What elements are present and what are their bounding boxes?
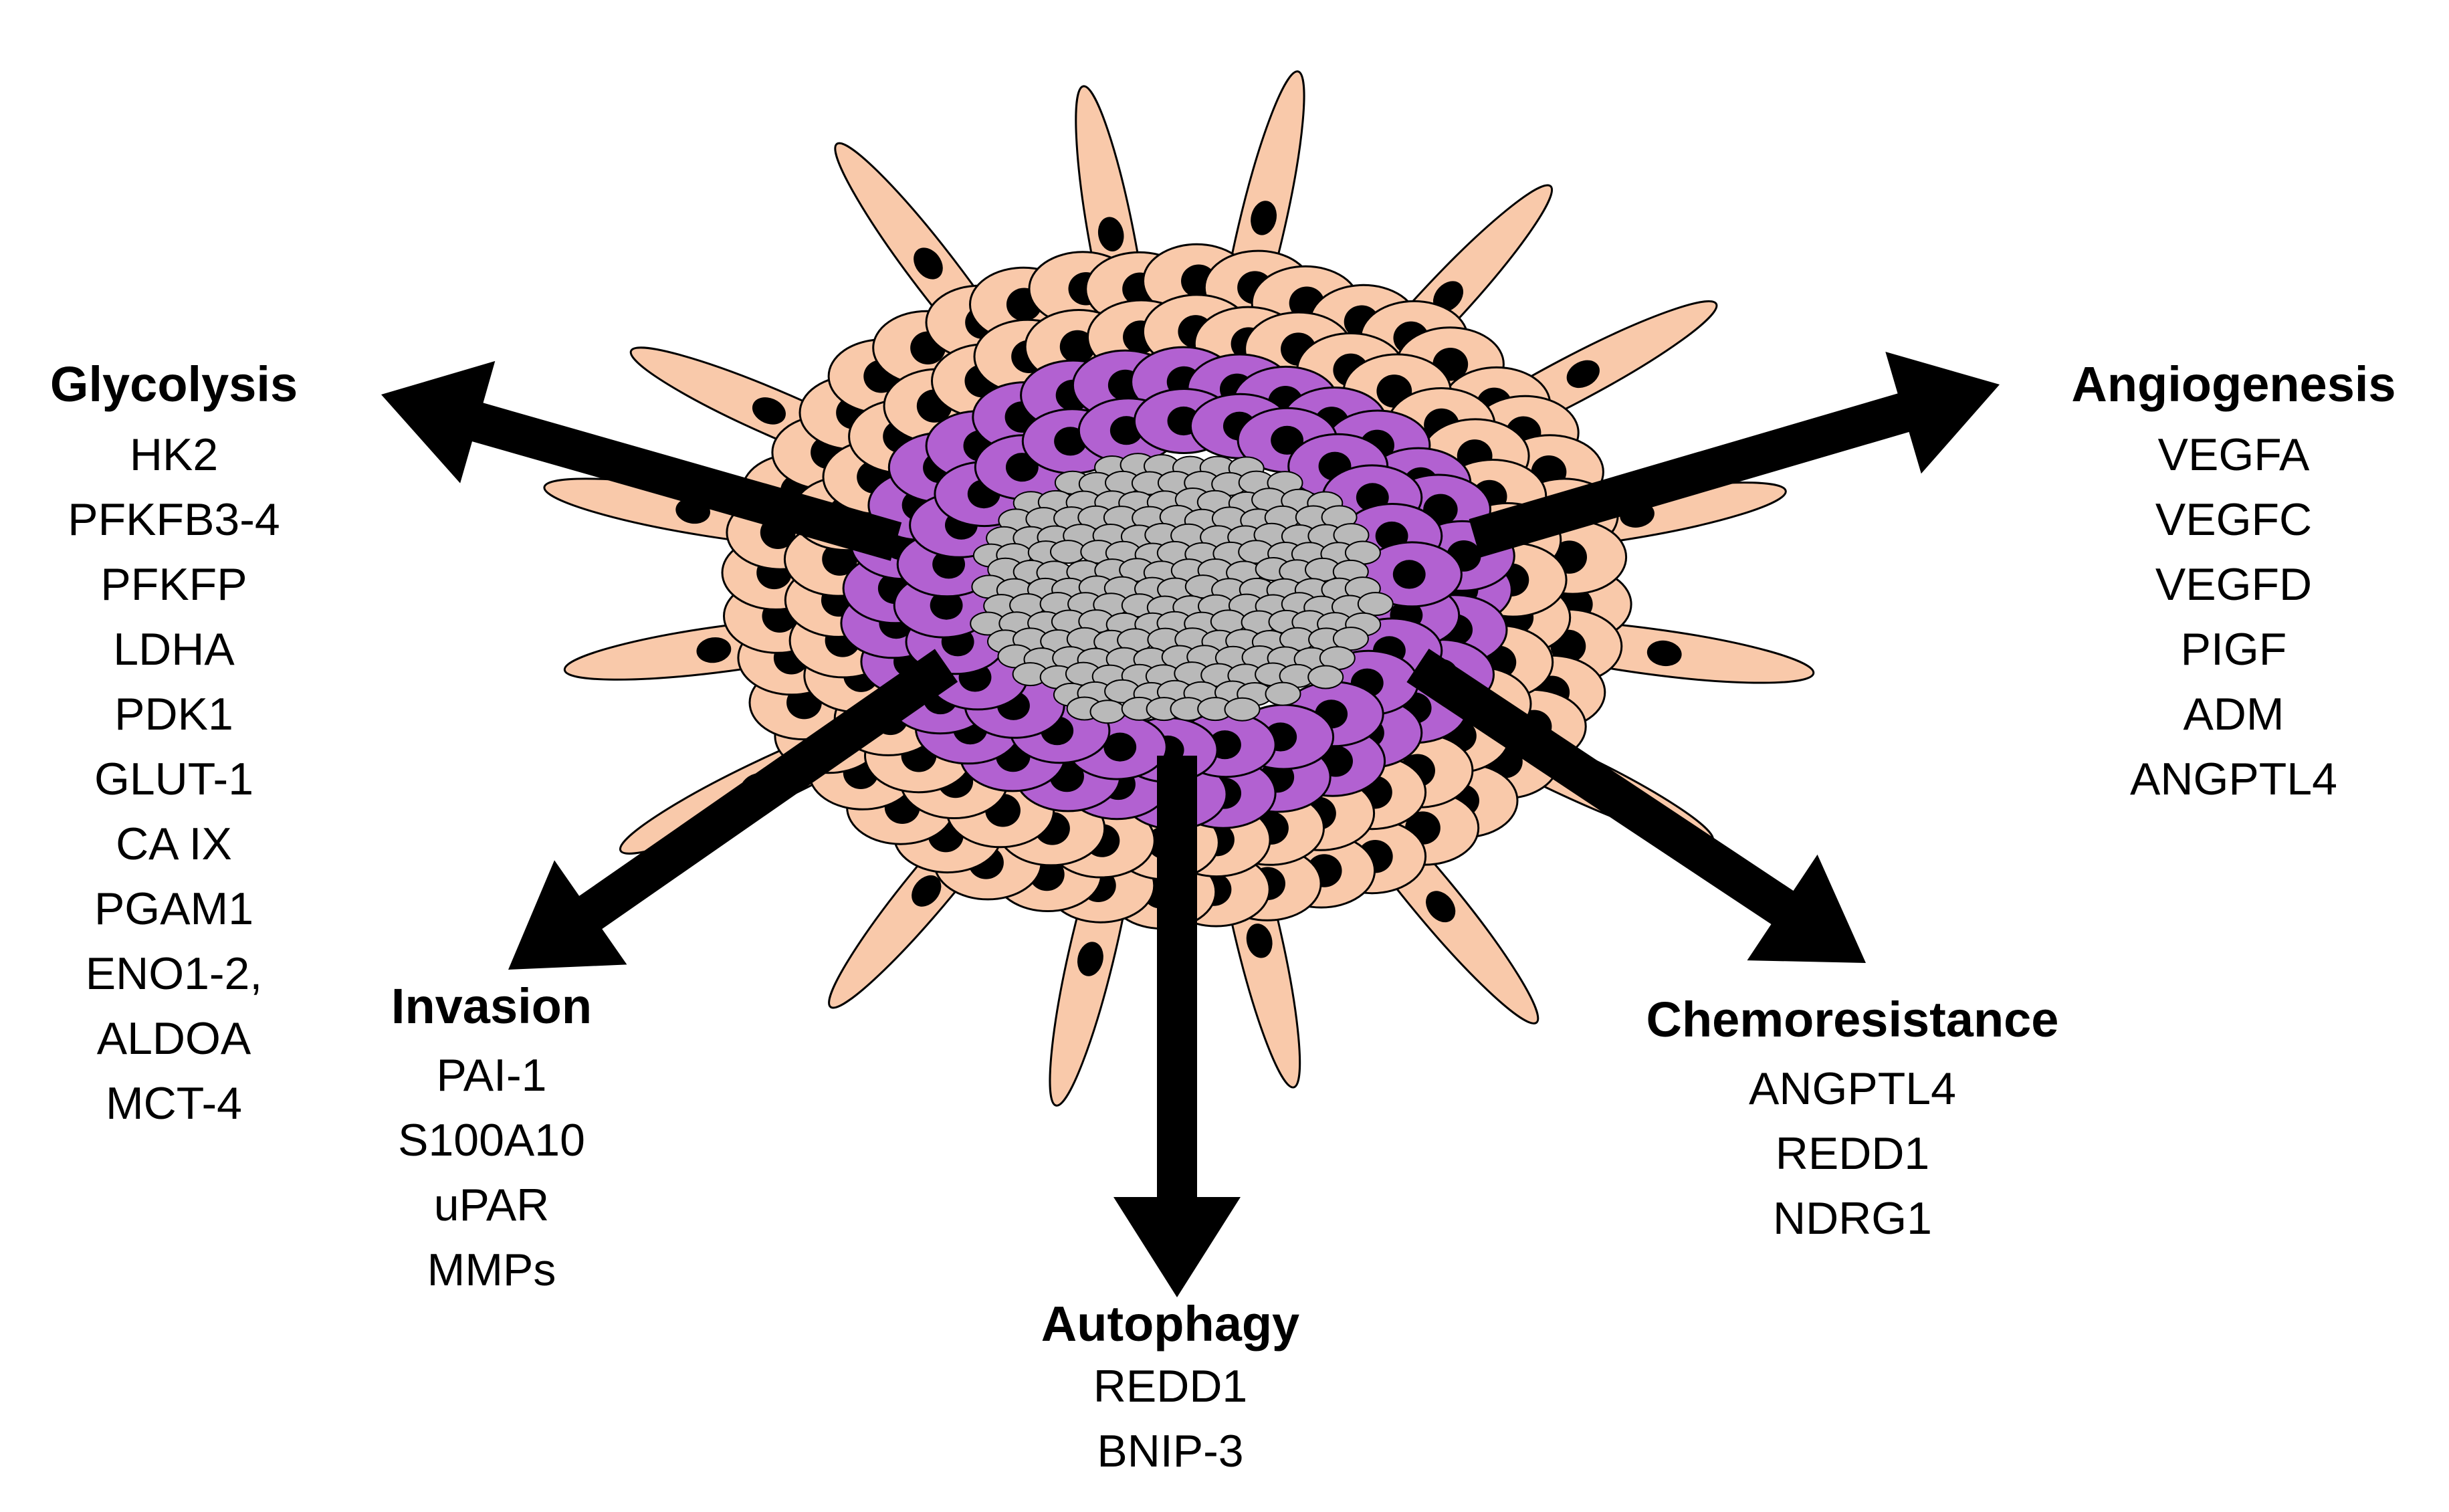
gene-item: ADM	[2183, 689, 2284, 740]
angiogenesis-label: Angiogenesis VEGFA VEGFC VEGFD PIGF ADM …	[2033, 354, 2434, 812]
spindle-cell-nucleus	[912, 875, 942, 907]
spindle-cell-nucleus	[1646, 640, 1682, 667]
autophagy-arrow	[1113, 756, 1241, 1297]
chemoresistance-label: Chemoresistance ANGPTL4 REDD1 NDRG1	[1592, 990, 2113, 1251]
hypoxic-cell	[1361, 541, 1463, 608]
invasion-arrow	[508, 649, 958, 970]
gene-item: ANGPTL4	[1749, 1063, 1956, 1114]
gene-item: ANGPTL4	[2130, 754, 2337, 804]
necrotic-cell	[1050, 540, 1086, 564]
necrotic-core	[970, 453, 1394, 724]
invasion-title: Invasion	[391, 978, 593, 1034]
spindle-cell-nucleus	[752, 397, 786, 425]
necrotic-cell	[1265, 681, 1301, 706]
gene-item: REDD1	[1775, 1128, 1930, 1179]
outer-cell-nucleus	[1059, 330, 1095, 364]
necrotic-cell	[1357, 592, 1394, 617]
gene-item: ALDOA	[96, 1013, 251, 1064]
spindle-cell-nucleus	[1246, 924, 1273, 958]
necrotic-cell	[1224, 697, 1261, 722]
gene-item: PDK1	[114, 689, 233, 740]
gene-item: NDRG1	[1772, 1193, 1933, 1244]
gene-item: MCT-4	[106, 1078, 242, 1129]
autophagy-title: Autophagy	[1041, 1296, 1300, 1352]
gene-item: PFKFP	[100, 559, 247, 610]
hypoxic-cell-nucleus	[1005, 453, 1039, 482]
hypoxic-cell-nucleus	[1271, 425, 1304, 455]
hypoxic-cell-nucleus	[1392, 560, 1426, 589]
gene-item: ENO1-2,	[85, 948, 263, 999]
spindle-cell-nucleus	[1426, 891, 1456, 923]
angiogenesis-arrow	[1469, 352, 2000, 558]
gene-item: PAI-1	[436, 1050, 547, 1101]
gene-item: PIGF	[2180, 624, 2287, 675]
gene-item: S100A10	[398, 1115, 585, 1166]
gene-item: VEGFD	[2155, 559, 2313, 610]
spindle-cell-nucleus	[1077, 942, 1103, 976]
hypoxic-cell-nucleus	[930, 590, 963, 620]
hypoxic-cell-nucleus	[1103, 732, 1137, 762]
pathway-arrows	[381, 352, 2000, 1297]
gene-item: REDD1	[1093, 1361, 1248, 1412]
spindle-cell-nucleus	[1432, 281, 1464, 312]
gene-item: CA IX	[116, 819, 232, 869]
glycolysis-label: Glycolysis HK2 PFKFB3-4 PFKFP LDHA PDK1 …	[27, 354, 321, 1136]
gene-item: VEGFA	[2157, 429, 2310, 480]
invasion-label: Invasion PAI-1 S100A10 uPAR MMPs	[348, 976, 635, 1303]
gene-item: MMPs	[427, 1245, 556, 1295]
spindle-cell-nucleus	[696, 637, 732, 663]
autophagy-label: Autophagy REDD1 BNIP-3	[990, 1294, 1351, 1484]
gene-item: PGAM1	[94, 883, 254, 934]
angiogenesis-title: Angiogenesis	[2071, 356, 2396, 412]
spindle-cells	[543, 70, 1815, 1107]
spindle-cell-nucleus	[1097, 217, 1124, 251]
gene-item: VEGFC	[2155, 494, 2313, 545]
glycolysis-arrow	[381, 360, 902, 561]
spindle-cell-nucleus	[1251, 201, 1277, 235]
gene-item: GLUT-1	[94, 754, 254, 804]
necrotic-cell	[1089, 699, 1126, 724]
spindle-cell-nucleus	[914, 247, 943, 280]
glycolysis-title: Glycolysis	[49, 356, 298, 412]
gene-item: LDHA	[113, 624, 235, 675]
gene-item: BNIP-3	[1097, 1426, 1244, 1477]
chemoresistance-title: Chemoresistance	[1646, 992, 2059, 1047]
spindle-cell-nucleus	[1566, 360, 1600, 389]
gene-item: HK2	[129, 429, 219, 480]
gene-item: PFKFB3-4	[68, 494, 280, 545]
necrotic-cell	[1307, 665, 1344, 689]
chemoresistance-arrow	[1406, 649, 1866, 963]
gene-item: uPAR	[433, 1180, 550, 1230]
